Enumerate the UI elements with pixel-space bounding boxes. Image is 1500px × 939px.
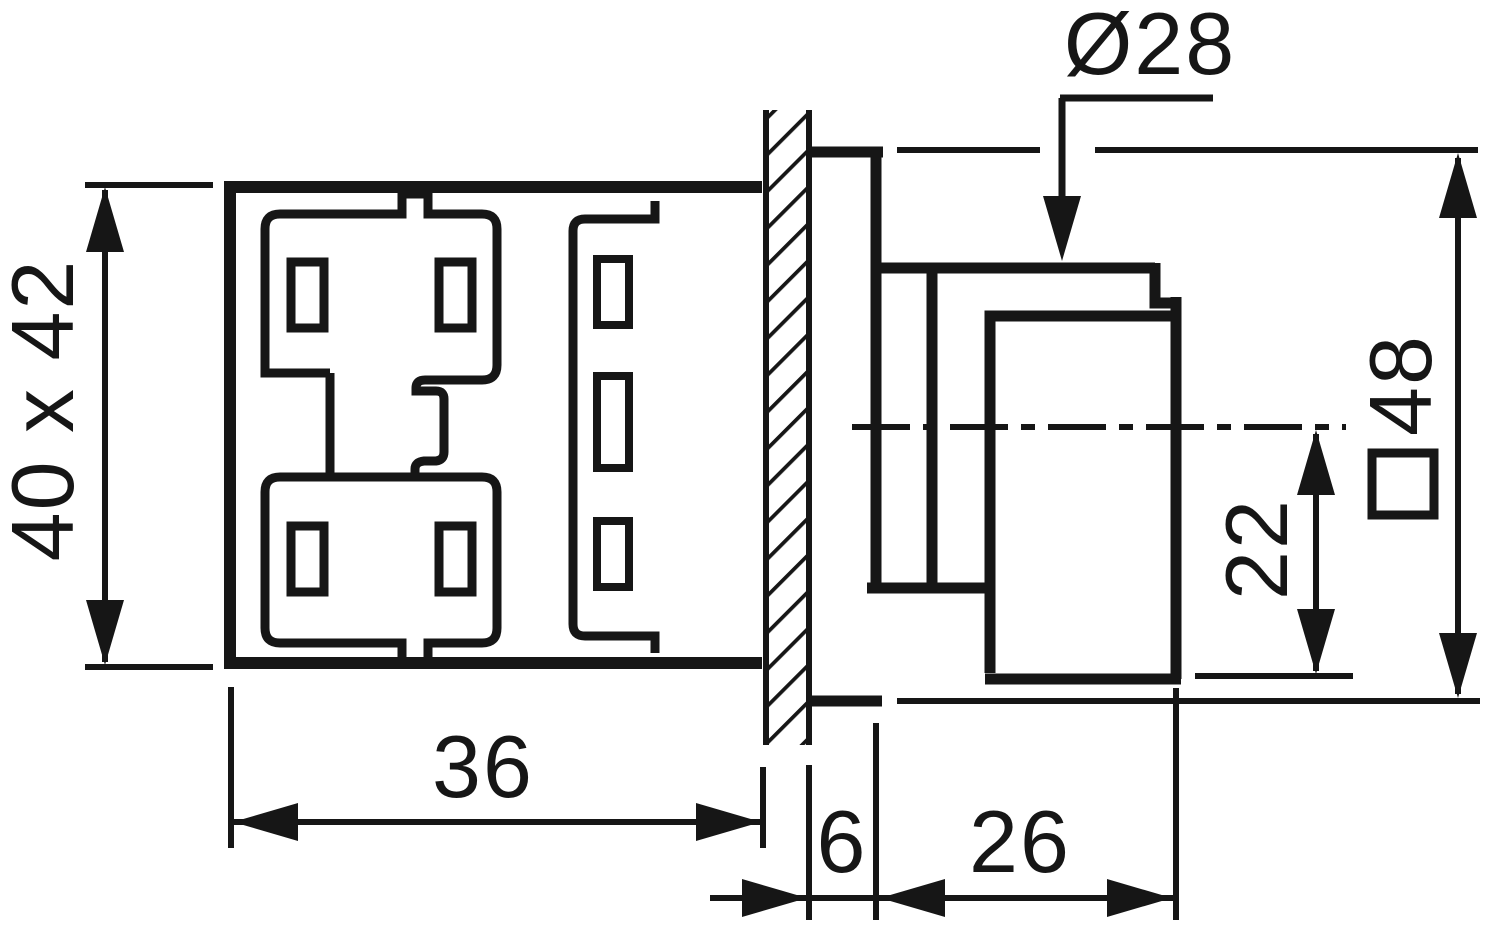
- bracket-slot: [593, 372, 633, 472]
- square-symbol: [1367, 448, 1439, 520]
- rear-block-face-label: 40 x 42: [0, 259, 92, 562]
- bracket-slot: [593, 255, 633, 329]
- rear-bracket-outline: [568, 201, 660, 653]
- dimension-rear-block-depth: 36: [228, 687, 766, 848]
- dimension-diameter: Ø28: [1043, 0, 1236, 261]
- dimension-bezel-thickness: 6: [710, 723, 879, 920]
- arrowhead-right: [742, 879, 807, 917]
- lower-contact-module-outline: [260, 472, 502, 667]
- dimension-front-projection: 26: [876, 688, 1179, 920]
- bracket-slot: [593, 517, 633, 591]
- handle-offset-label: 22: [1207, 498, 1306, 600]
- arrowhead-up: [1297, 430, 1335, 495]
- front-projection-label: 26: [969, 792, 1071, 891]
- knob-top-and-rear-edge: [984, 310, 1176, 673]
- arrowhead-right: [696, 803, 761, 841]
- rear-housing-outline: [224, 181, 762, 669]
- front-assembly: [809, 146, 1182, 707]
- arrowhead-left: [233, 803, 298, 841]
- dimension-rear-block-face: 40 x 42: [0, 182, 213, 670]
- terminal-slot: [434, 521, 477, 597]
- upper-contact-module-outline: [260, 189, 502, 477]
- arrowhead-up: [86, 187, 124, 252]
- mounting-panel: [763, 110, 812, 745]
- arrowhead-down: [1043, 196, 1081, 261]
- arrowhead-up: [1439, 153, 1477, 218]
- dimension-handle-offset: 22: [1195, 430, 1353, 679]
- bezel-thickness-label: 6: [817, 792, 868, 891]
- arrowhead-left: [880, 879, 945, 917]
- arrowhead-down: [86, 600, 124, 665]
- dimension-bezel-square: 48: [897, 147, 1480, 704]
- terminal-slot: [286, 257, 329, 333]
- terminal-slot: [434, 257, 477, 333]
- terminal-slot: [286, 521, 329, 597]
- arrowhead-down: [1297, 609, 1335, 674]
- arrowhead-right: [1107, 879, 1172, 917]
- diameter-label: Ø28: [1064, 0, 1236, 93]
- panel-hatch-area: [766, 110, 809, 745]
- bezel-square-label: 48: [1351, 334, 1450, 436]
- rear-block-depth-label: 36: [432, 717, 534, 816]
- arrowhead-down: [1439, 633, 1477, 698]
- rear-housing: [224, 181, 762, 669]
